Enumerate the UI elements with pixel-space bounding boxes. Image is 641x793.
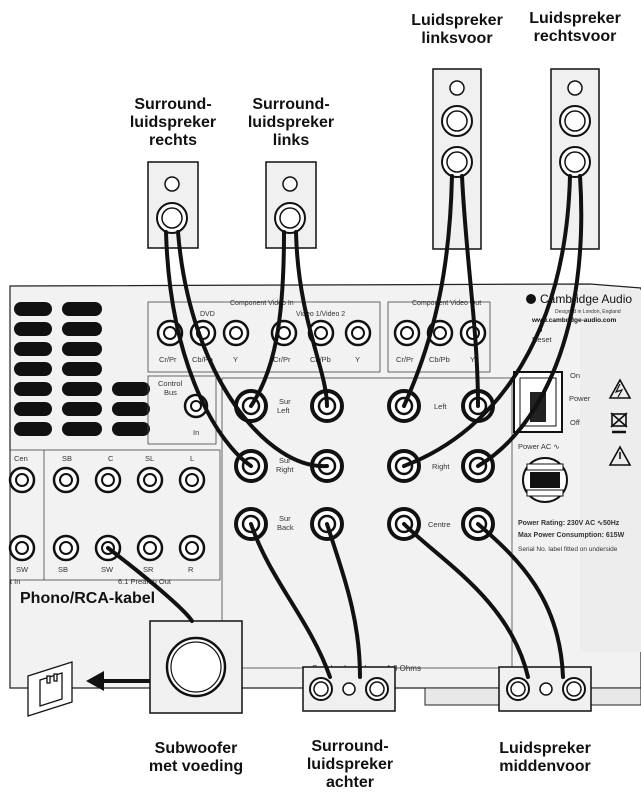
sur-back-label-1: Sur [279, 514, 291, 523]
speaker-surround-left [265, 161, 317, 249]
control-bus-label-1: Control [158, 379, 183, 388]
component-video-in-label: Component Video In [230, 300, 294, 307]
sur-left-label-2: Left [277, 406, 290, 415]
video12-label: Video 1/Video 2 [296, 311, 345, 318]
serial-label: Serial No. label fitted on underside [518, 546, 618, 553]
cbpb-label-1: Cb/Pb [192, 355, 213, 364]
left-label: Left [434, 402, 447, 411]
speaker-front-right [550, 68, 600, 250]
t-in-label: t In [10, 577, 20, 586]
dvd-label: DVD [200, 311, 215, 318]
sl-label: SL [145, 454, 154, 463]
y-label-1: Y [233, 355, 238, 364]
crpr-label-2: Cr/Pr [273, 355, 291, 364]
speaker-center [498, 666, 592, 712]
brand-designed: Designed in London, England [555, 309, 621, 315]
power-rating: Power Rating: 230V AC ∿50Hz [518, 520, 620, 527]
sur-right-label-2: Right [276, 465, 294, 474]
sur-right-label-1: Sur [279, 456, 291, 465]
off-label: Off [570, 418, 581, 427]
power-label: Power [569, 394, 591, 403]
sw-label-left: SW [16, 565, 29, 574]
power-ac-label: Power AC ∿ [518, 442, 560, 451]
speaker-front-left [432, 68, 482, 250]
r-label: R [188, 565, 194, 574]
sw-label: SW [101, 565, 114, 574]
on-label: On [570, 371, 580, 380]
vent-slots [14, 302, 150, 436]
crpr-label-3: Cr/Pr [396, 355, 414, 364]
speaker-surround-right [147, 161, 199, 249]
control-bus-label-2: Bus [164, 388, 177, 397]
sur-left-label-1: Sur [279, 397, 291, 406]
cen-label: Cen [14, 454, 28, 463]
brand-name: Cambridge Audio [540, 292, 632, 306]
power-inlet [522, 457, 568, 503]
centre-label: Centre [428, 520, 451, 529]
reset-label: Reset [532, 335, 553, 344]
wall-socket-icon [27, 661, 73, 717]
preamp-jacks [8, 466, 206, 562]
speaker-surround-back [302, 666, 396, 712]
rear-panel: Component Video In DVD Video 1/Video 2 C… [8, 283, 641, 706]
arrow-left-icon [86, 671, 150, 691]
cbpb-label-3: Cb/Pb [429, 355, 450, 364]
sur-back-label-2: Back [277, 523, 294, 532]
max-power: Max Power Consumption: 615W [518, 532, 625, 539]
component-video-out-label: Component Video Out [412, 300, 481, 307]
l-label: L [190, 454, 194, 463]
sr-label: SR [143, 565, 154, 574]
subwoofer [149, 620, 243, 714]
speaker-cables [106, 174, 584, 679]
preamp-out-label: 6.1 Preamp Out [118, 577, 172, 586]
brand-logo-icon [526, 294, 536, 304]
sb-label-top: SB [62, 454, 72, 463]
brand-url: www.cambridge-audio.com [531, 317, 616, 324]
c-label: C [108, 454, 114, 463]
y-label-2: Y [355, 355, 360, 364]
y-label-3: Y [470, 355, 475, 364]
rca-jacks-component [156, 319, 487, 347]
crpr-label-1: Cr/Pr [159, 355, 177, 364]
cbpb-label-2: Cb/Pb [310, 355, 331, 364]
label-phono-cable: Phono/RCA-kabel [20, 590, 156, 607]
right-label: Right [432, 462, 450, 471]
warning-icons [608, 378, 632, 466]
sb-label-bottom: SB [58, 565, 68, 574]
control-bus-in-label: In [193, 428, 199, 437]
